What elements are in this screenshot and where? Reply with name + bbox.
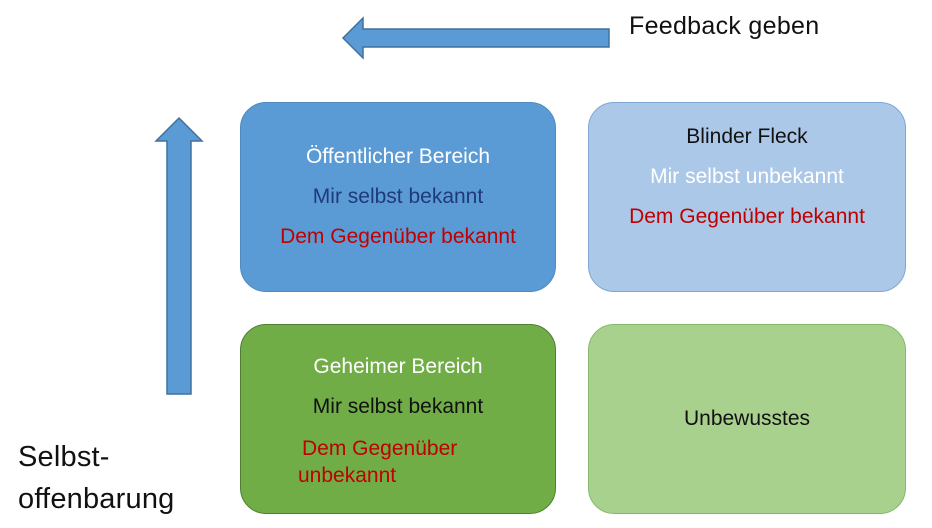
feedback-arrow-left-icon (341, 16, 610, 60)
quadrant-secret-area: Geheimer Bereich Mir selbst bekannt Dem … (240, 324, 556, 514)
public-area-self: Mir selbst bekannt (312, 185, 484, 208)
blind-spot-title: Blinder Fleck (686, 125, 808, 148)
blind-spot-other: Dem Gegenüber bekannt (629, 205, 865, 228)
secret-area-other-line1: Dem Gegenüber (302, 437, 458, 460)
unconscious-title: Unbewusstes (683, 407, 811, 430)
public-area-other: Dem Gegenüber bekannt (280, 225, 516, 248)
selbstoffenbarung-arrow-up-icon (154, 116, 204, 395)
secret-area-self: Mir selbst bekannt (312, 395, 484, 418)
blind-spot-self: Mir selbst unbekannt (650, 165, 844, 188)
public-area-title: Öffentlicher Bereich (305, 145, 491, 168)
quadrant-unconscious: Unbewusstes (588, 324, 906, 514)
secret-area-title: Geheimer Bereich (313, 355, 483, 378)
secret-area-other: Dem Gegenüber unbekannt (298, 435, 498, 489)
selbstoffenbarung-line2: offenbarung (18, 483, 175, 515)
feedback-label: Feedback geben (629, 12, 820, 40)
secret-area-other-line2: unbekannt (298, 464, 397, 487)
selbstoffenbarung-line1: Selbst- (18, 441, 110, 473)
quadrant-public-area: Öffentlicher Bereich Mir selbst bekannt … (240, 102, 556, 292)
quadrant-blind-spot: Blinder Fleck Mir selbst unbekannt Dem G… (588, 102, 906, 292)
selbstoffenbarung-label: Selbst- offenbarung (18, 436, 174, 520)
